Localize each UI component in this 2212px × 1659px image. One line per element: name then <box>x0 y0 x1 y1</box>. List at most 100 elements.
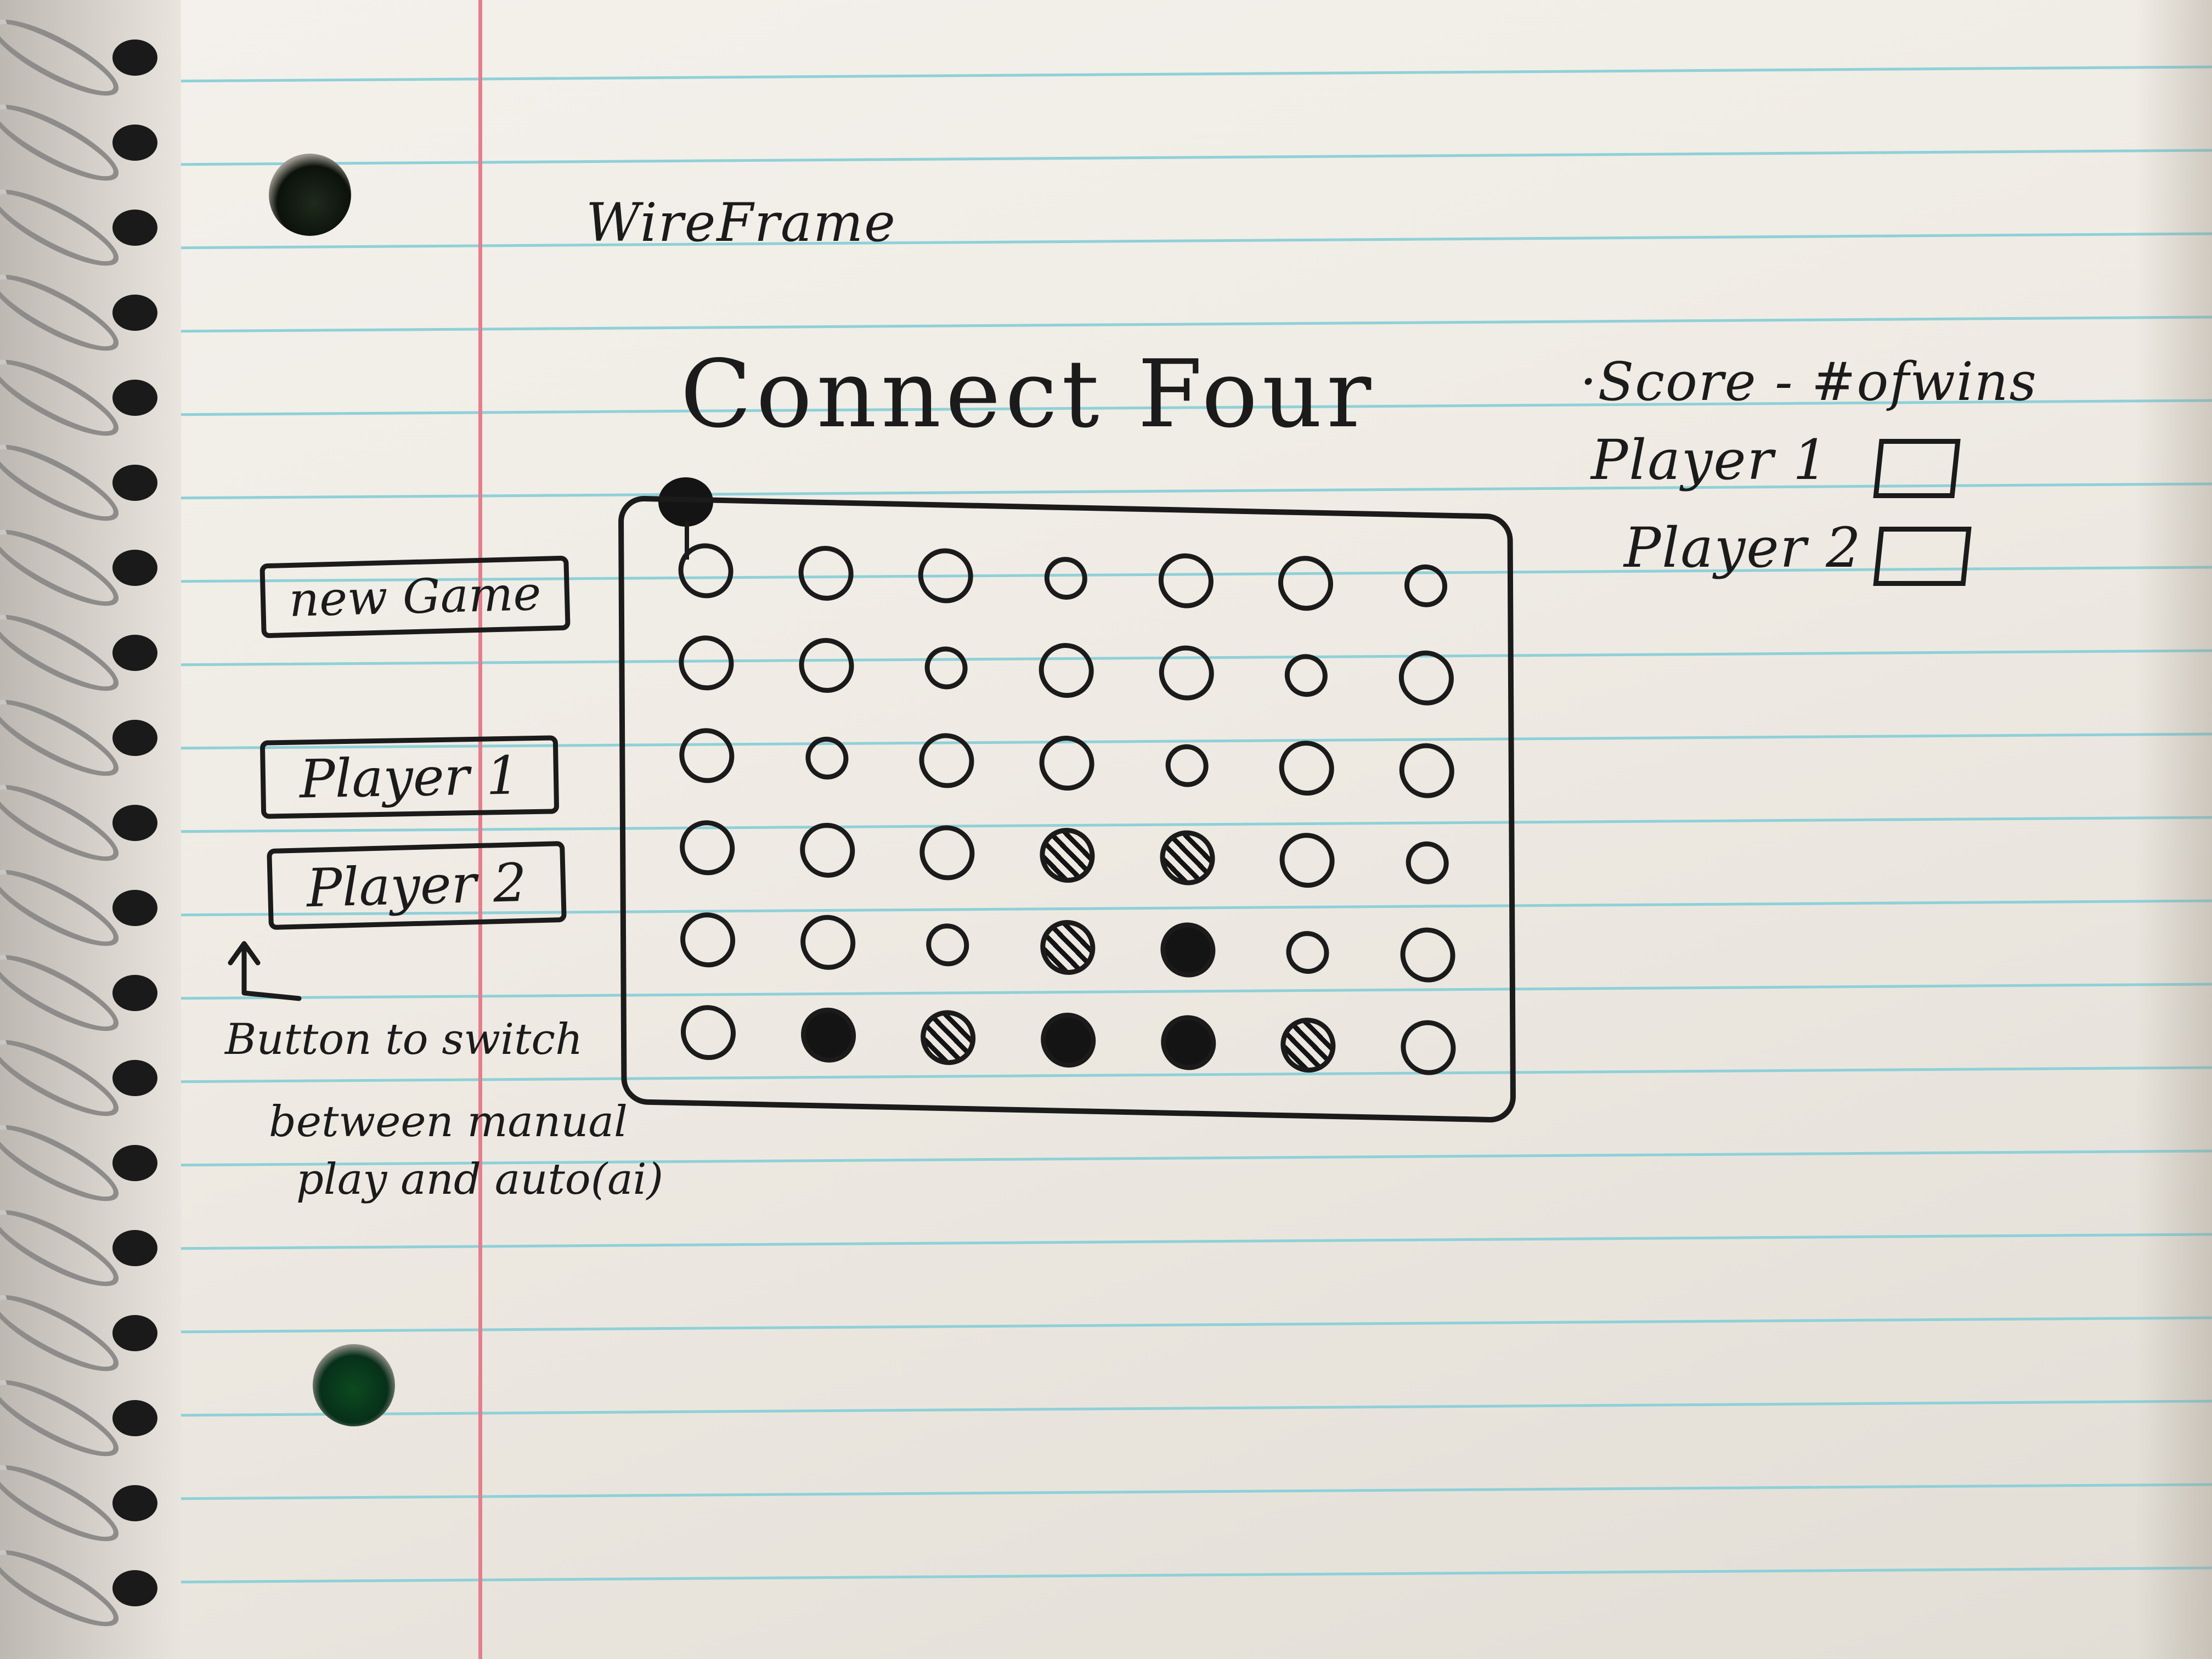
board-cell[interactable] <box>647 708 768 803</box>
ruled-line <box>0 1066 2212 1085</box>
board-cell[interactable] <box>646 523 766 618</box>
board-cell[interactable] <box>1246 628 1367 723</box>
board-cell[interactable] <box>1248 997 1369 1092</box>
board-cell[interactable] <box>1367 815 1488 910</box>
spiral-coil <box>0 1111 165 1215</box>
ruled-line <box>0 482 2212 501</box>
game-board[interactable] <box>618 495 1516 1123</box>
hatched-disc <box>1159 830 1215 886</box>
ruled-line <box>0 1233 2212 1251</box>
empty-slot <box>919 732 975 789</box>
ruled-line <box>0 816 2212 834</box>
board-cell[interactable] <box>1126 626 1247 721</box>
margin-line <box>478 0 482 1659</box>
empty-slot <box>1284 653 1328 698</box>
binding-hole <box>112 1230 157 1266</box>
board-cell[interactable] <box>1007 715 1127 810</box>
empty-slot <box>1278 555 1334 612</box>
board-cell[interactable] <box>888 990 1009 1085</box>
binding-hole <box>112 550 157 586</box>
board-cell[interactable] <box>1366 631 1487 726</box>
board-cell[interactable] <box>1127 810 1248 905</box>
empty-slot <box>680 1004 736 1061</box>
board-cell[interactable] <box>1245 536 1366 631</box>
board-cell[interactable] <box>887 805 1008 900</box>
hatched-disc <box>921 1009 976 1066</box>
board-cell[interactable] <box>885 528 1006 623</box>
binding-hole <box>112 40 157 76</box>
binding-hole <box>112 125 157 161</box>
ruled-line <box>0 566 2212 584</box>
board-cell[interactable] <box>888 898 1008 992</box>
empty-slot <box>1279 832 1335 889</box>
board-cell[interactable] <box>766 618 887 713</box>
ruled-line <box>0 65 2212 84</box>
board-cell[interactable] <box>1127 903 1248 998</box>
board-cell[interactable] <box>887 713 1007 808</box>
board-cell[interactable] <box>1368 1000 1488 1095</box>
board-cell[interactable] <box>886 621 1007 716</box>
empty-slot <box>1159 645 1214 702</box>
board-cell[interactable] <box>1248 905 1368 1000</box>
board-cell[interactable] <box>767 803 888 898</box>
spiral-coil <box>0 516 165 619</box>
board-cell[interactable] <box>646 616 767 710</box>
board-cell[interactable] <box>767 710 888 805</box>
ruled-line <box>0 1566 2212 1585</box>
binding-hole <box>112 465 157 501</box>
spiral-coil <box>0 346 165 449</box>
binding-hole <box>112 890 157 926</box>
binding-hole <box>112 380 157 416</box>
ruled-line <box>0 983 2212 1001</box>
board-cell[interactable] <box>1126 533 1246 628</box>
spiral-coil <box>0 941 165 1045</box>
binding-hole <box>112 975 157 1011</box>
board-cell[interactable] <box>1006 623 1127 718</box>
empty-slot <box>1039 642 1094 699</box>
board-cell[interactable] <box>1126 718 1247 813</box>
new-game-button[interactable]: new Game <box>259 555 571 639</box>
annotation-line: Button to switch <box>225 1015 583 1064</box>
binding-hole <box>112 635 157 671</box>
board-cell[interactable] <box>647 800 768 895</box>
board-cell[interactable] <box>1128 995 1249 1090</box>
board-cell[interactable] <box>1365 539 1486 634</box>
player1-toggle-button[interactable]: Player 1 <box>259 735 560 819</box>
empty-slot <box>1400 927 1455 984</box>
filled-disc <box>800 1007 856 1063</box>
wireframe-label: WireFrame <box>586 192 896 253</box>
score-row-player1: Player 1 <box>1591 428 1975 499</box>
board-cell[interactable] <box>1007 808 1128 903</box>
board-cell[interactable] <box>1006 531 1126 626</box>
score-label: Player 1 <box>1591 428 1829 492</box>
board-cell[interactable] <box>648 985 769 1080</box>
score-row-player2: Player 2 <box>1624 516 2008 587</box>
binding-hole <box>112 1145 157 1181</box>
board-cell[interactable] <box>1246 721 1367 816</box>
board-cell[interactable] <box>1008 900 1128 995</box>
page-title: Connect Four <box>680 340 1376 449</box>
binding-hole <box>112 1400 157 1436</box>
spiral-coil <box>0 1452 165 1555</box>
annotation-line: play and auto(ai) <box>296 1155 664 1204</box>
spiral-coil <box>0 601 165 704</box>
empty-slot <box>1400 1019 1456 1076</box>
board-cell[interactable] <box>768 988 889 1082</box>
board-cell[interactable] <box>1367 908 1488 1003</box>
board-cell[interactable] <box>1247 813 1368 908</box>
empty-slot <box>918 548 974 604</box>
annotation-line: between manual <box>269 1097 628 1147</box>
board-cell[interactable] <box>768 895 888 990</box>
score-heading: ·Score - #ofwins <box>1580 351 2038 413</box>
board-cell[interactable] <box>1008 992 1128 1087</box>
filled-disc <box>1040 1012 1096 1068</box>
player2-toggle-button[interactable]: Player 2 <box>267 840 567 930</box>
filled-disc <box>1160 922 1216 979</box>
punch-hole <box>313 1344 395 1426</box>
board-cell[interactable] <box>1367 723 1487 818</box>
board-cell[interactable] <box>648 893 769 988</box>
empty-slot <box>1039 735 1094 791</box>
empty-slot <box>680 912 736 968</box>
board-cell[interactable] <box>766 526 887 621</box>
spiral-coil <box>0 1026 165 1130</box>
